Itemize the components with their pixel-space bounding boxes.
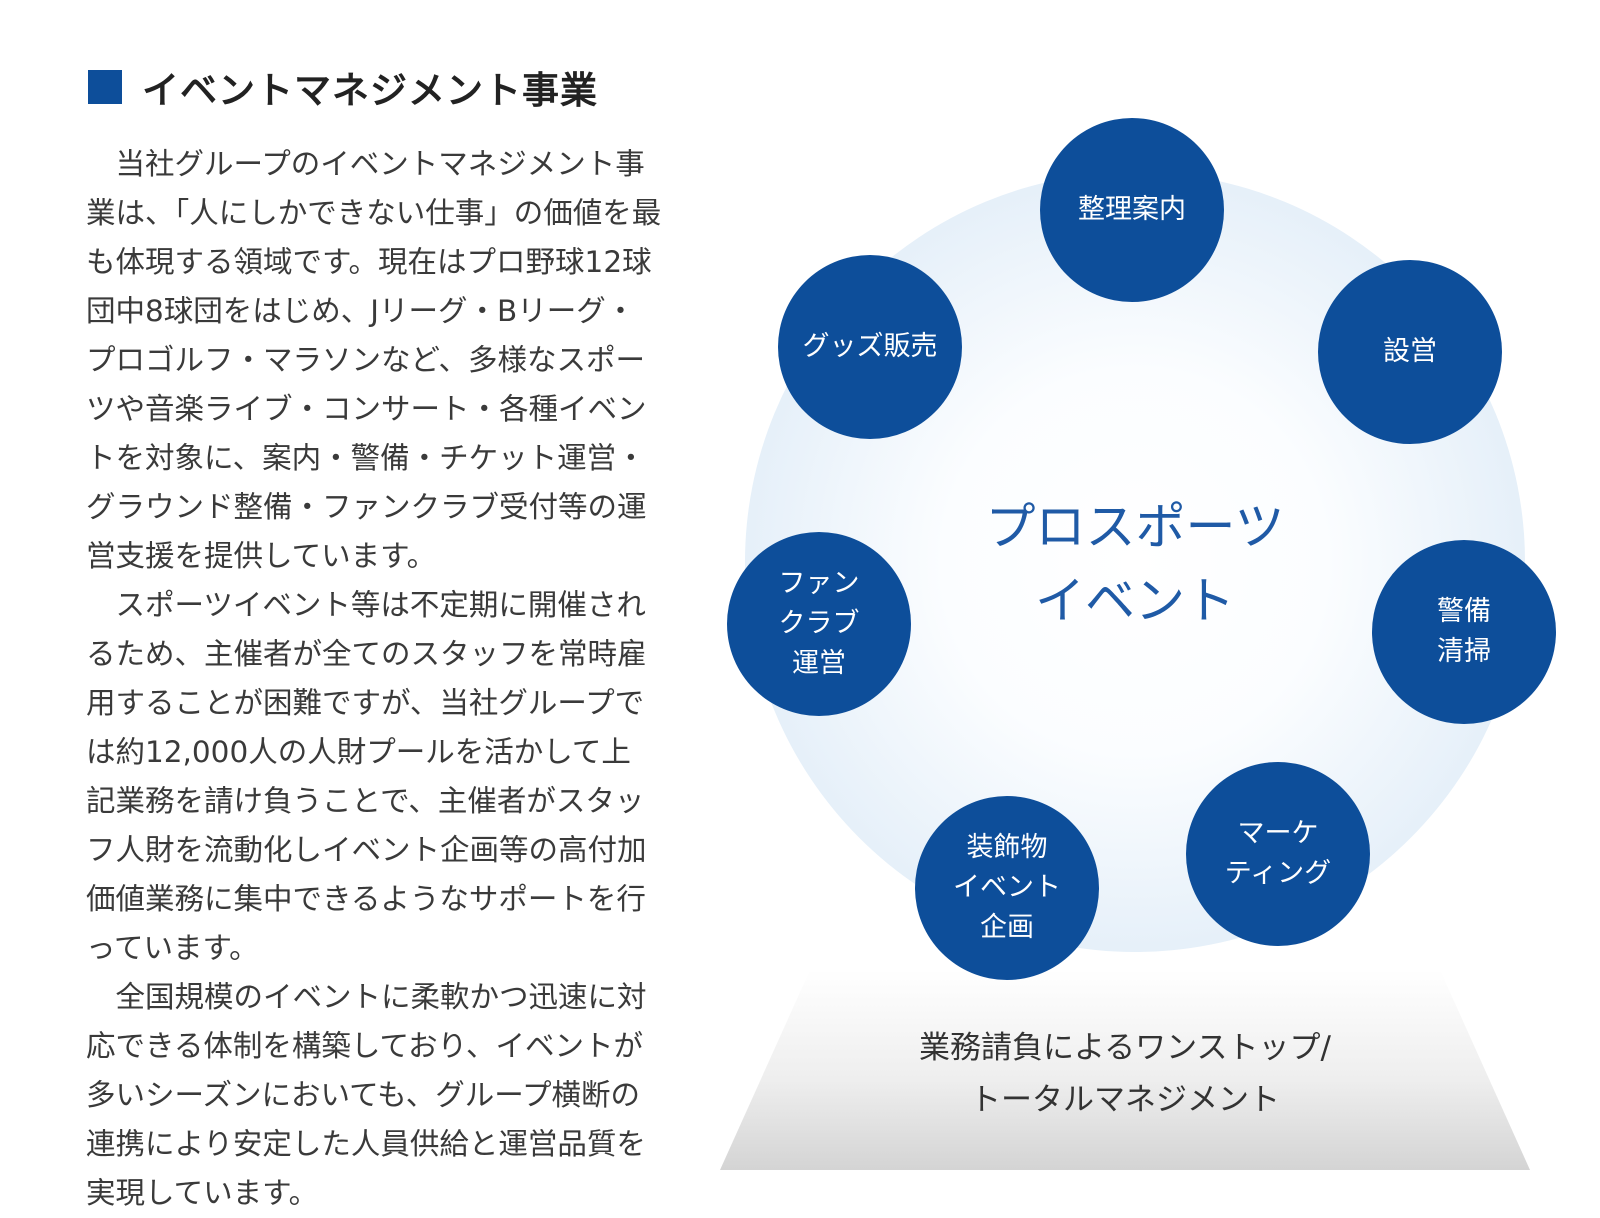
- node-label-line: グッズ販売: [802, 331, 938, 362]
- base-label: 業務請負によるワンストップ/ トータルマネジメント: [720, 1022, 1530, 1126]
- text-line: 当社グループのイベントマネジメント事: [86, 147, 645, 181]
- center-label-line: イベント: [1035, 572, 1235, 630]
- node-label-line: ティング: [1224, 858, 1332, 889]
- text-line: 用することが困難ですが、当社グループで: [86, 686, 645, 720]
- node-label-line: 設営: [1383, 336, 1437, 367]
- node-marketing: マーケ ティング: [1186, 762, 1370, 946]
- base-label-line: 業務請負によるワンストップ/: [919, 1030, 1331, 1066]
- node-label: グッズ販売: [803, 327, 938, 367]
- node-label-line: イベント: [953, 872, 1061, 903]
- paragraph-1: 当社グループのイベントマネジメント事 業は、「人にしかできない仕事」の価値を最 …: [86, 140, 666, 581]
- node-label: 装飾物 イベント 企画: [953, 828, 1061, 948]
- text-line: 応できる体制を構築しており、イベントが: [86, 1029, 643, 1063]
- pedestal-shape: [720, 970, 1530, 1170]
- node-label: 設営: [1383, 332, 1437, 372]
- text-line: スポーツイベント等は不定期に開催され: [86, 588, 646, 622]
- node-guidance: 整理案内: [1040, 118, 1224, 302]
- node-label-line: 清掃: [1437, 636, 1491, 667]
- node-label: 警備 清掃: [1437, 592, 1491, 672]
- text-line: 業は、「人にしかできない仕事」の価値を最: [86, 196, 662, 230]
- text-line: 価値業務に集中できるようなサポートを行: [86, 882, 646, 916]
- body-text: 当社グループのイベントマネジメント事 業は、「人にしかできない仕事」の価値を最 …: [86, 140, 666, 1218]
- node-setup: 設営: [1318, 260, 1502, 444]
- section-heading: イベントマネジメント事業: [88, 62, 598, 112]
- paragraph-3: 全国規模のイベントに柔軟かつ迅速に対 応できる体制を構築しており、イベントが 多…: [86, 973, 666, 1218]
- text-line: 連携により安定した人員供給と運営品質を: [86, 1127, 646, 1161]
- node-label-line: クラブ: [778, 608, 860, 639]
- node-label-line: 整理案内: [1078, 194, 1186, 225]
- node-label-line: マーケ: [1237, 818, 1319, 849]
- node-label: ファン クラブ 運営: [779, 564, 860, 684]
- node-label-line: ファン: [778, 568, 860, 599]
- center-label: プロスポーツ イベント: [935, 490, 1335, 638]
- text-line: プロゴルフ・マラソンなど、多様なスポー: [86, 343, 646, 377]
- text-line: フ人財を流動化しイベント企画等の高付加: [86, 833, 647, 867]
- node-label-line: 企画: [980, 912, 1034, 943]
- text-line: 団中8球団をはじめ、Jリーグ・Bリーグ・: [86, 294, 636, 328]
- center-label-line: プロスポーツ: [985, 498, 1285, 556]
- text-line: 記業務を請け負うことで、主催者がスタッ: [86, 784, 645, 818]
- node-fanclub: ファン クラブ 運営: [727, 532, 911, 716]
- text-line: 営支援を提供しています。: [86, 539, 437, 573]
- node-label-line: 運営: [792, 648, 846, 679]
- text-line: は約12,000人の人財プールを活かして上: [86, 735, 631, 769]
- text-line: も体現する領域です。現在はプロ野球12球: [86, 245, 652, 279]
- text-line: 多いシーズンにおいても、グループ横断の: [86, 1078, 641, 1112]
- node-merchandise: グッズ販売: [778, 255, 962, 439]
- node-label-line: 装飾物: [966, 832, 1048, 863]
- text-line: っています。: [86, 931, 259, 965]
- base-pedestal: 業務請負によるワンストップ/ トータルマネジメント: [720, 970, 1530, 1170]
- text-line: グラウンド整備・ファンクラブ受付等の運: [86, 490, 647, 524]
- page-title: イベントマネジメント事業: [142, 69, 598, 112]
- node-label: マーケ ティング: [1225, 814, 1331, 894]
- node-label: 整理案内: [1078, 190, 1186, 230]
- text-line: 実現しています。: [86, 1176, 319, 1210]
- node-security-cleaning: 警備 清掃: [1372, 540, 1556, 724]
- text-line: るため、主催者が全てのスタッフを常時雇: [86, 637, 647, 671]
- heading-square-icon: [88, 70, 122, 104]
- text-line: 全国規模のイベントに柔軟かつ迅速に対: [86, 980, 647, 1014]
- paragraph-2: スポーツイベント等は不定期に開催され るため、主催者が全てのスタッフを常時雇 用…: [86, 581, 666, 973]
- base-label-line: トータルマネジメント: [970, 1082, 1280, 1118]
- text-line: トを対象に、案内・警備・チケット運営・: [86, 441, 646, 475]
- node-label-line: 警備: [1437, 596, 1491, 627]
- node-decoration-planning: 装飾物 イベント 企画: [915, 796, 1099, 980]
- text-line: ツや音楽ライブ・コンサート・各種イベン: [86, 392, 647, 426]
